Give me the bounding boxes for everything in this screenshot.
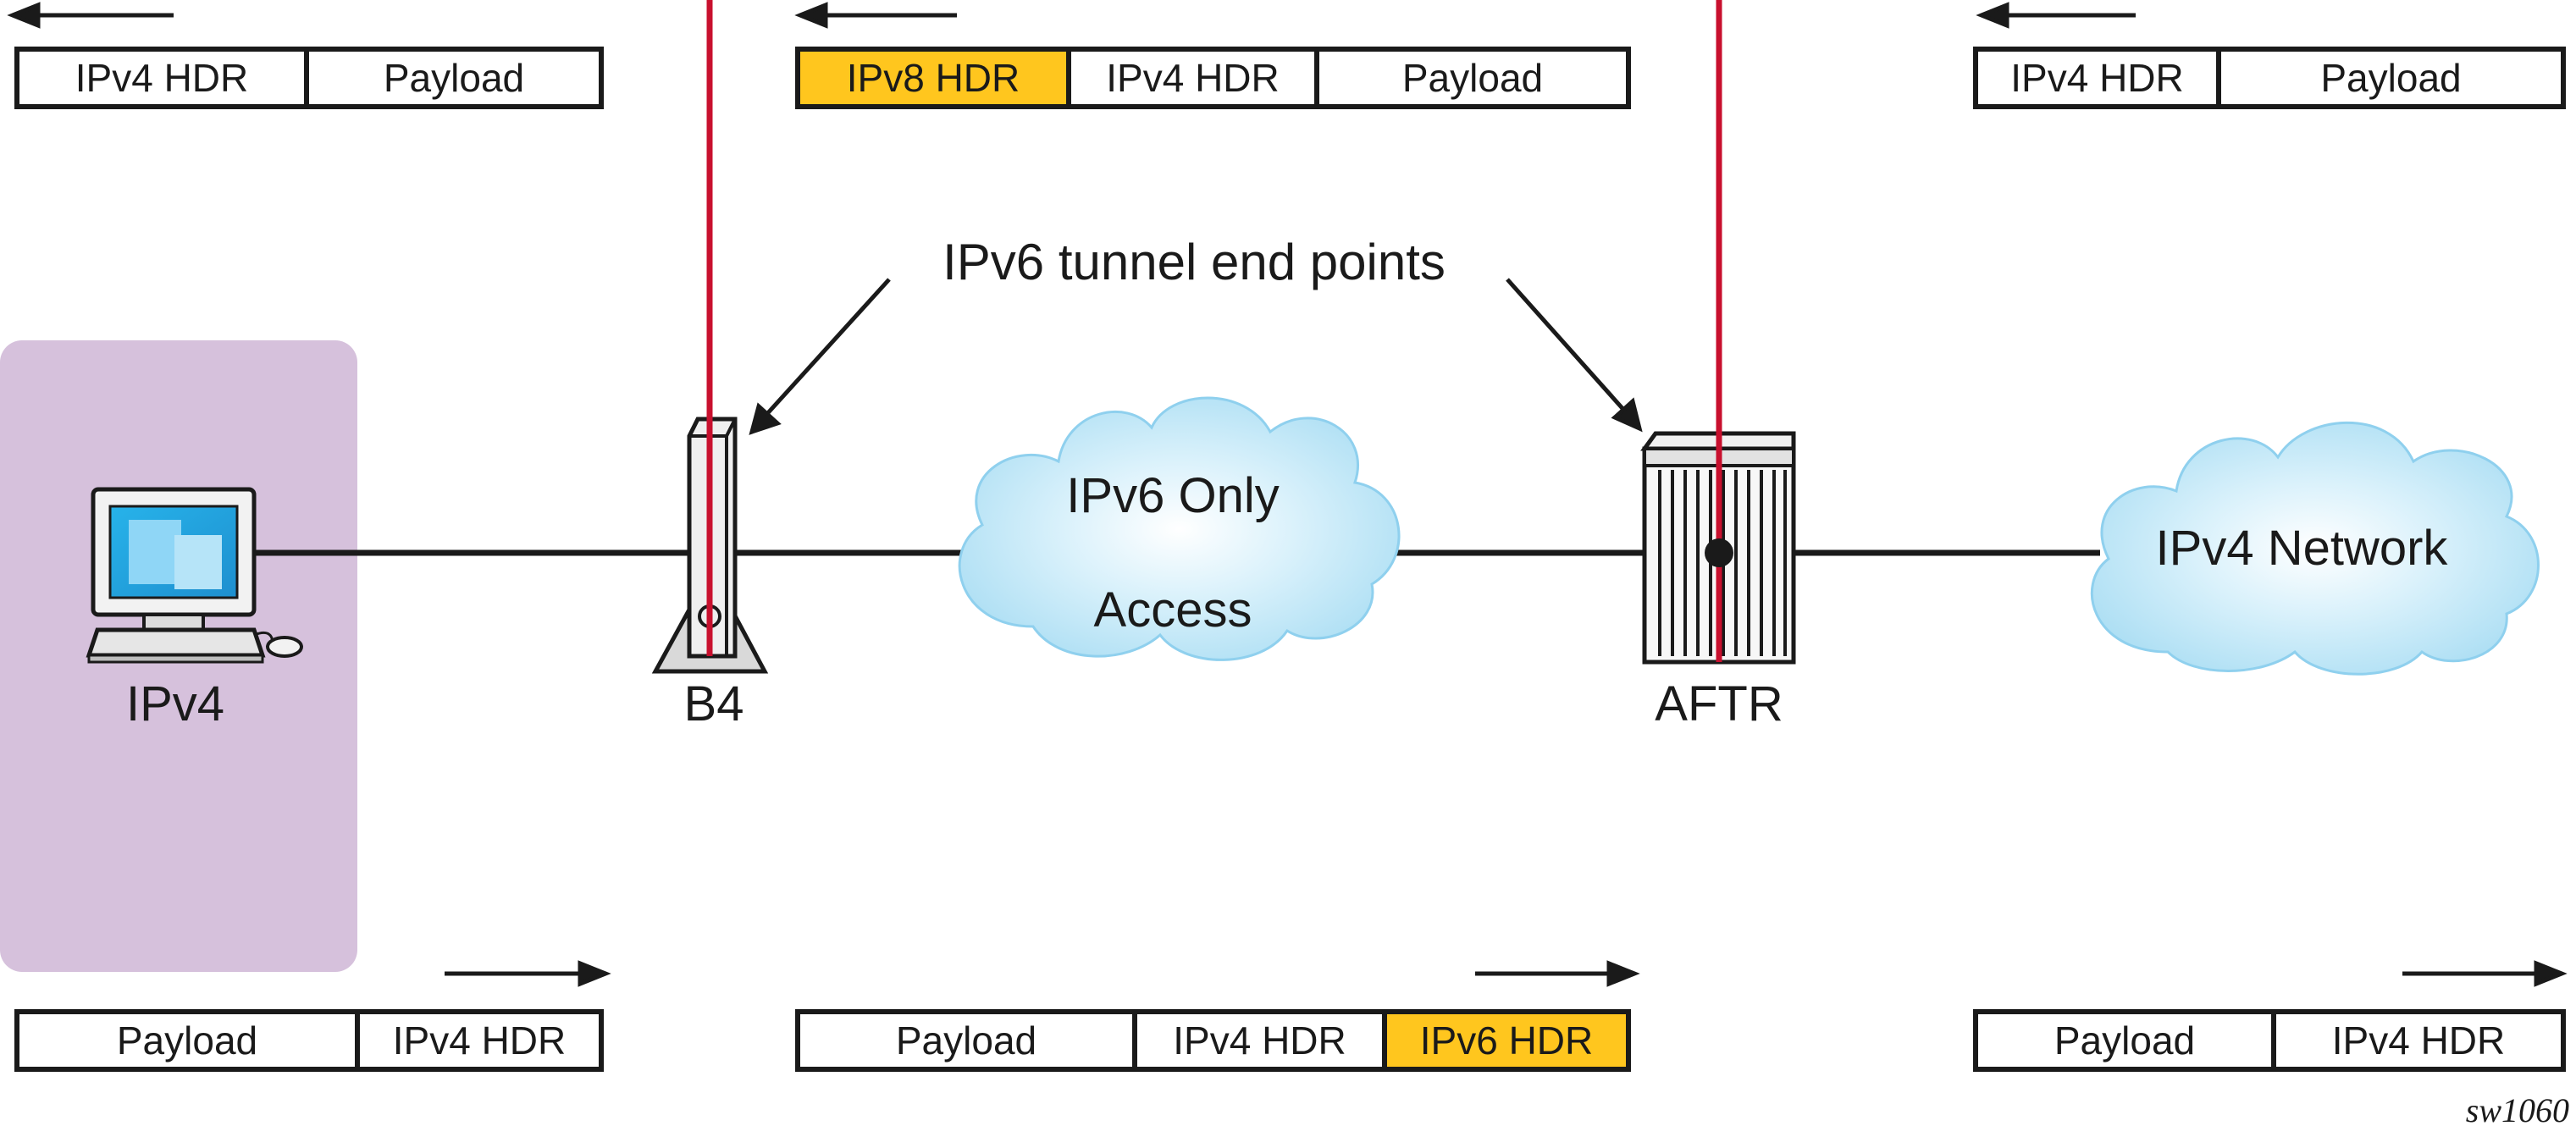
figure-id: sw1060 — [2466, 1091, 2569, 1129]
access-cloud-line2: Access — [1094, 582, 1252, 637]
packet-field-label: Payload — [117, 1018, 257, 1062]
computer-icon — [86, 487, 303, 664]
packet-field-label: IPv4 HDR — [2010, 56, 2183, 100]
packet-top-2: IPv4 HDR Payload — [1973, 47, 2566, 109]
arrow-right-icon — [445, 960, 611, 987]
packet-field-label: Payload — [2320, 56, 2461, 100]
aftr-tunnel-junction — [1705, 538, 1733, 567]
packet-bottom-2: Payload IPv4 HDR — [1973, 1009, 2566, 1072]
packet-field-label: IPv4 HDR — [393, 1018, 566, 1062]
packet-field-label: Payload — [1402, 56, 1543, 100]
packet-field-box — [1382, 1009, 1631, 1072]
packet-field-box — [795, 1009, 1137, 1072]
packet-top-0: IPv4 HDR Payload — [14, 47, 604, 109]
host-label: IPv4 — [126, 676, 224, 731]
arrow-left-icon — [1976, 2, 2136, 29]
direction-arrows — [7, 2, 2568, 987]
packet-field-label: Payload — [384, 56, 524, 100]
packet-top-1: IPv8 HDR IPv4 HDR Payload — [795, 47, 1631, 109]
packet-field-box — [795, 47, 1071, 109]
packet-field-box — [1132, 1009, 1387, 1072]
aftr-label: AFTR — [1655, 676, 1783, 731]
packet-field-label: IPv4 HDR — [75, 56, 248, 100]
packet-field-label: Payload — [2054, 1018, 2195, 1062]
packet-field-box — [304, 47, 604, 109]
tunnel-end-points-annotation: IPv6 tunnel end points — [943, 234, 1446, 290]
arrow-right-icon — [1475, 960, 1640, 987]
packet-field-label: IPv4 HDR — [1173, 1018, 1346, 1062]
packet-field-box — [355, 1009, 604, 1072]
packet-field-label-highlight: IPv6 HDR — [1420, 1018, 1593, 1062]
b4-label: B4 — [684, 676, 744, 731]
packet-field-box — [2271, 1009, 2566, 1072]
packet-field-label: IPv4 HDR — [1106, 56, 1279, 100]
ipv6-only-access-cloud: IPv6 Only Access — [958, 396, 1401, 661]
ipv4-network-cloud: IPv4 Network — [2090, 421, 2540, 676]
access-cloud-line1: IPv6 Only — [1066, 468, 1279, 523]
arrow-left-icon — [7, 2, 174, 29]
packet-field-label: IPv4 HDR — [2332, 1018, 2505, 1062]
packet-field-box — [2216, 47, 2566, 109]
arrow-left-icon — [794, 2, 957, 29]
packet-field-label: Payload — [896, 1018, 1036, 1062]
packet-field-box — [1314, 47, 1631, 109]
annotation-arrows — [749, 278, 1643, 435]
packet-field-label-highlight: IPv8 HDR — [847, 56, 1020, 100]
ipv4-network-label: IPv4 Network — [2156, 521, 2449, 576]
packet-field-box — [1066, 47, 1319, 109]
arrow-right-icon — [2402, 960, 2568, 987]
packet-bottom-0: Payload IPv4 HDR — [14, 1009, 604, 1072]
packet-field-box — [1973, 47, 2221, 109]
packet-bottom-1: Payload IPv4 HDR IPv6 HDR — [795, 1009, 1631, 1072]
